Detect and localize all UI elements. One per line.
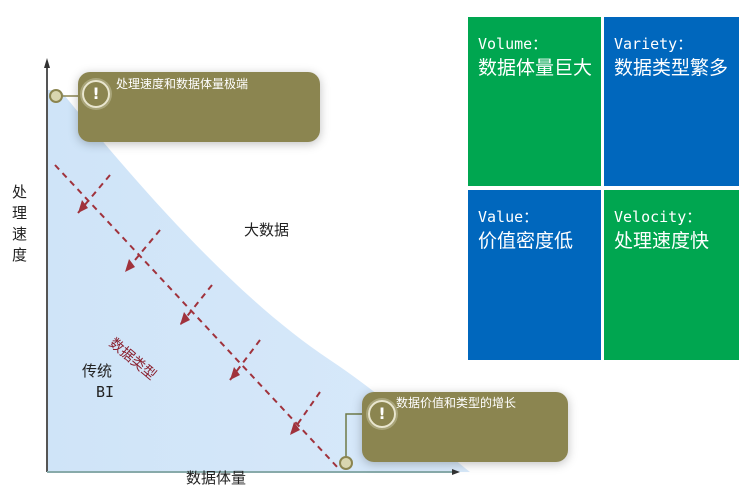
tile-velocity: Velocity： 处理速度快 — [604, 190, 739, 360]
callout-growth-text: 数据价值和类型的增长 — [396, 396, 517, 410]
traditional-bi-label-line2: BI — [96, 383, 115, 401]
tile-volume-title: Volume： — [478, 35, 548, 53]
marker-top-icon — [49, 89, 63, 103]
warning-icon: ! — [368, 400, 396, 428]
callout-growth: ! 数据价值和类型的增长 — [362, 392, 568, 462]
big-data-region — [47, 90, 470, 472]
tile-volume: Volume： 数据体量巨大 — [468, 17, 601, 186]
y-axis-label: 处理速度 — [12, 183, 28, 264]
tile-value: Value： 价值密度低 — [468, 190, 601, 360]
marker-bottom-icon — [339, 456, 353, 470]
callout-extreme: ! 处理速度和数据体量极端 — [78, 72, 320, 142]
tile-variety: Variety： 数据类型繁多 — [604, 17, 739, 186]
callout-extreme-text: 处理速度和数据体量极端 — [116, 77, 249, 91]
warning-icon: ! — [82, 80, 110, 108]
data-type-diagonal — [54, 164, 341, 471]
traditional-bi-label-line1: 传统 — [82, 362, 113, 380]
tile-velocity-desc: 处理速度快 — [614, 230, 710, 252]
y-axis-arrow-icon — [44, 58, 50, 68]
tile-velocity-title: Velocity： — [614, 208, 702, 226]
x-axis-label: 数据体量 — [186, 469, 247, 487]
tile-volume-desc: 数据体量巨大 — [478, 57, 593, 79]
x-axis-arrow-icon — [452, 469, 460, 475]
tile-variety-desc: 数据类型繁多 — [614, 57, 729, 79]
tile-value-title: Value： — [478, 208, 539, 226]
tile-value-desc: 价值密度低 — [478, 230, 574, 252]
big-data-label: 大数据 — [244, 221, 290, 239]
tile-variety-title: Variety： — [614, 35, 693, 53]
